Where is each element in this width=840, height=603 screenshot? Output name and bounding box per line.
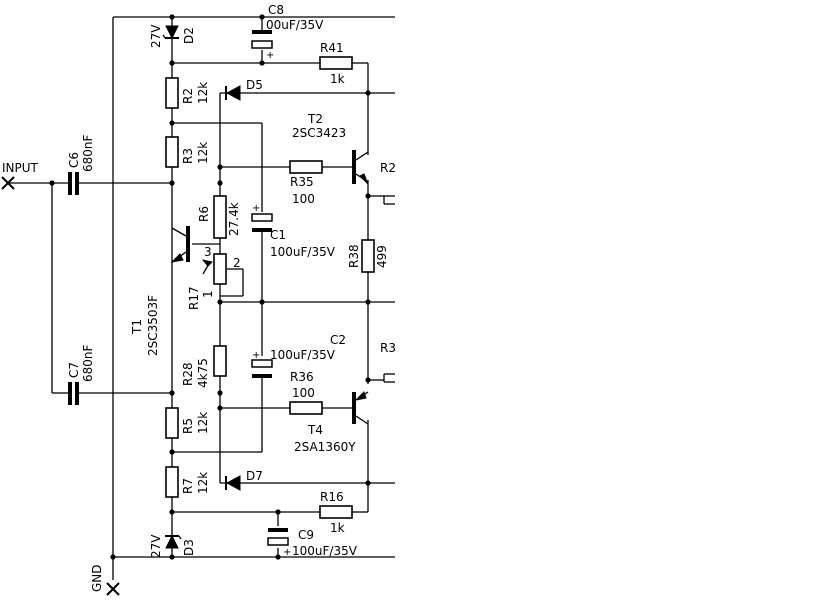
resistor-r7-icon (165, 466, 179, 498)
resistor-r35-icon (289, 160, 323, 174)
resistor-r3-icon (165, 136, 179, 168)
resistor-r6-icon (213, 195, 227, 239)
label-r36: R36 (290, 370, 314, 384)
labels: INPUT GND C6 680nF C7 680nF C8 00uF/35V … (2, 3, 396, 592)
svg-text:+: + (266, 50, 274, 61)
resistor-r28-icon (213, 345, 227, 377)
label-r16: R16 (320, 490, 344, 504)
resistor-r2-icon (165, 77, 179, 109)
label-t2-value: 2SC3423 (292, 126, 346, 140)
label-t2: T2 (307, 112, 323, 126)
resistor-r36-icon (289, 401, 323, 415)
capacitor-c6-icon (68, 172, 79, 195)
label-c9: C9 (298, 528, 314, 542)
label-d7: D7 (246, 469, 263, 483)
label-d3: D3 (182, 539, 196, 556)
gnd-terminal-icon (106, 582, 120, 596)
transistor-t2-icon (352, 150, 369, 185)
label-r28: R28 (181, 362, 195, 386)
label-r36-value: 100 (292, 386, 315, 400)
resistor-r38-icon (361, 239, 375, 273)
transistor-t4-icon (352, 391, 369, 425)
label-r3-value: 12k (196, 142, 210, 164)
junctions (49, 14, 371, 560)
label-r2: R2 (181, 88, 195, 104)
potentiometer-r17-icon (201, 253, 227, 285)
transistor-t1-icon (170, 226, 190, 263)
label-r38: R38 (347, 244, 361, 268)
label-r5-value: 12k (196, 412, 210, 434)
label-c1: C1 (270, 228, 286, 242)
label-d5: D5 (246, 78, 263, 92)
label-r7-value: 12k (196, 472, 210, 494)
resistor-r5-icon (165, 407, 179, 439)
diode-d5-icon (225, 85, 241, 101)
label-r7: R7 (181, 478, 195, 494)
label-c8-value: 00uF/35V (266, 18, 324, 32)
input-terminal-icon (1, 176, 15, 190)
label-c8: C8 (268, 3, 284, 17)
label-c6: C6 (67, 152, 81, 168)
label-c2-value: 100uF/35V (270, 348, 336, 362)
label-t1-value: 2SC3503F (146, 295, 160, 356)
label-gnd: GND (90, 564, 104, 592)
label-c2: C2 (330, 333, 346, 347)
label-c7-value: 680nF (81, 344, 95, 382)
label-r41-value: 1k (330, 72, 345, 86)
label-r38-value: 499 (375, 245, 389, 268)
label-r28-value: 4k75 (196, 358, 210, 388)
capacitor-c7-icon (68, 382, 79, 405)
label-r16-value: 1k (330, 521, 345, 535)
label-r17-pin3: 3 (204, 245, 212, 259)
label-c1-value: 100uF/35V (270, 245, 336, 259)
capacitor-c9-icon: + (267, 528, 291, 558)
label-input: INPUT (2, 161, 39, 175)
label-d2: D2 (182, 27, 196, 44)
label-r17-pin1: 1 (201, 290, 215, 298)
label-r41: R41 (320, 41, 344, 55)
label-r35: R35 (290, 175, 314, 189)
diode-d7-icon (225, 475, 241, 491)
capacitor-c2-icon: + (251, 350, 273, 378)
zener-diode-d3-icon (165, 534, 182, 549)
label-r3x: R3 (380, 341, 396, 355)
label-t1: T1 (130, 319, 144, 335)
resistor-r16-icon (319, 505, 353, 519)
label-t4-value: 2SA1360Y (294, 440, 356, 454)
svg-text:+: + (283, 547, 291, 558)
label-r6-value: 27.4k (227, 202, 241, 236)
label-d3-value: 27V (149, 534, 163, 558)
label-r35-value: 100 (292, 192, 315, 206)
svg-text:+: + (252, 203, 260, 214)
label-r17-pin2: 2 (233, 256, 241, 270)
label-c6-value: 680nF (81, 134, 95, 172)
label-c9-value: 100uF/35V (292, 544, 358, 558)
label-r6: R6 (197, 206, 211, 222)
label-c7: C7 (67, 362, 81, 378)
label-r5: R5 (181, 418, 195, 434)
label-r17: R17 (187, 286, 201, 310)
capacitor-c1-icon: + (251, 203, 273, 232)
label-t4: T4 (307, 423, 323, 437)
svg-text:+: + (252, 350, 260, 361)
label-d2-value: 27V (149, 24, 163, 48)
label-r3: R3 (181, 148, 195, 164)
zener-diode-d2-icon (162, 25, 179, 40)
label-r2-value: 12k (196, 82, 210, 104)
resistor-r41-icon (319, 56, 353, 70)
label-r2x: R2 (380, 161, 396, 175)
capacitor-c8-icon: + (251, 30, 274, 61)
